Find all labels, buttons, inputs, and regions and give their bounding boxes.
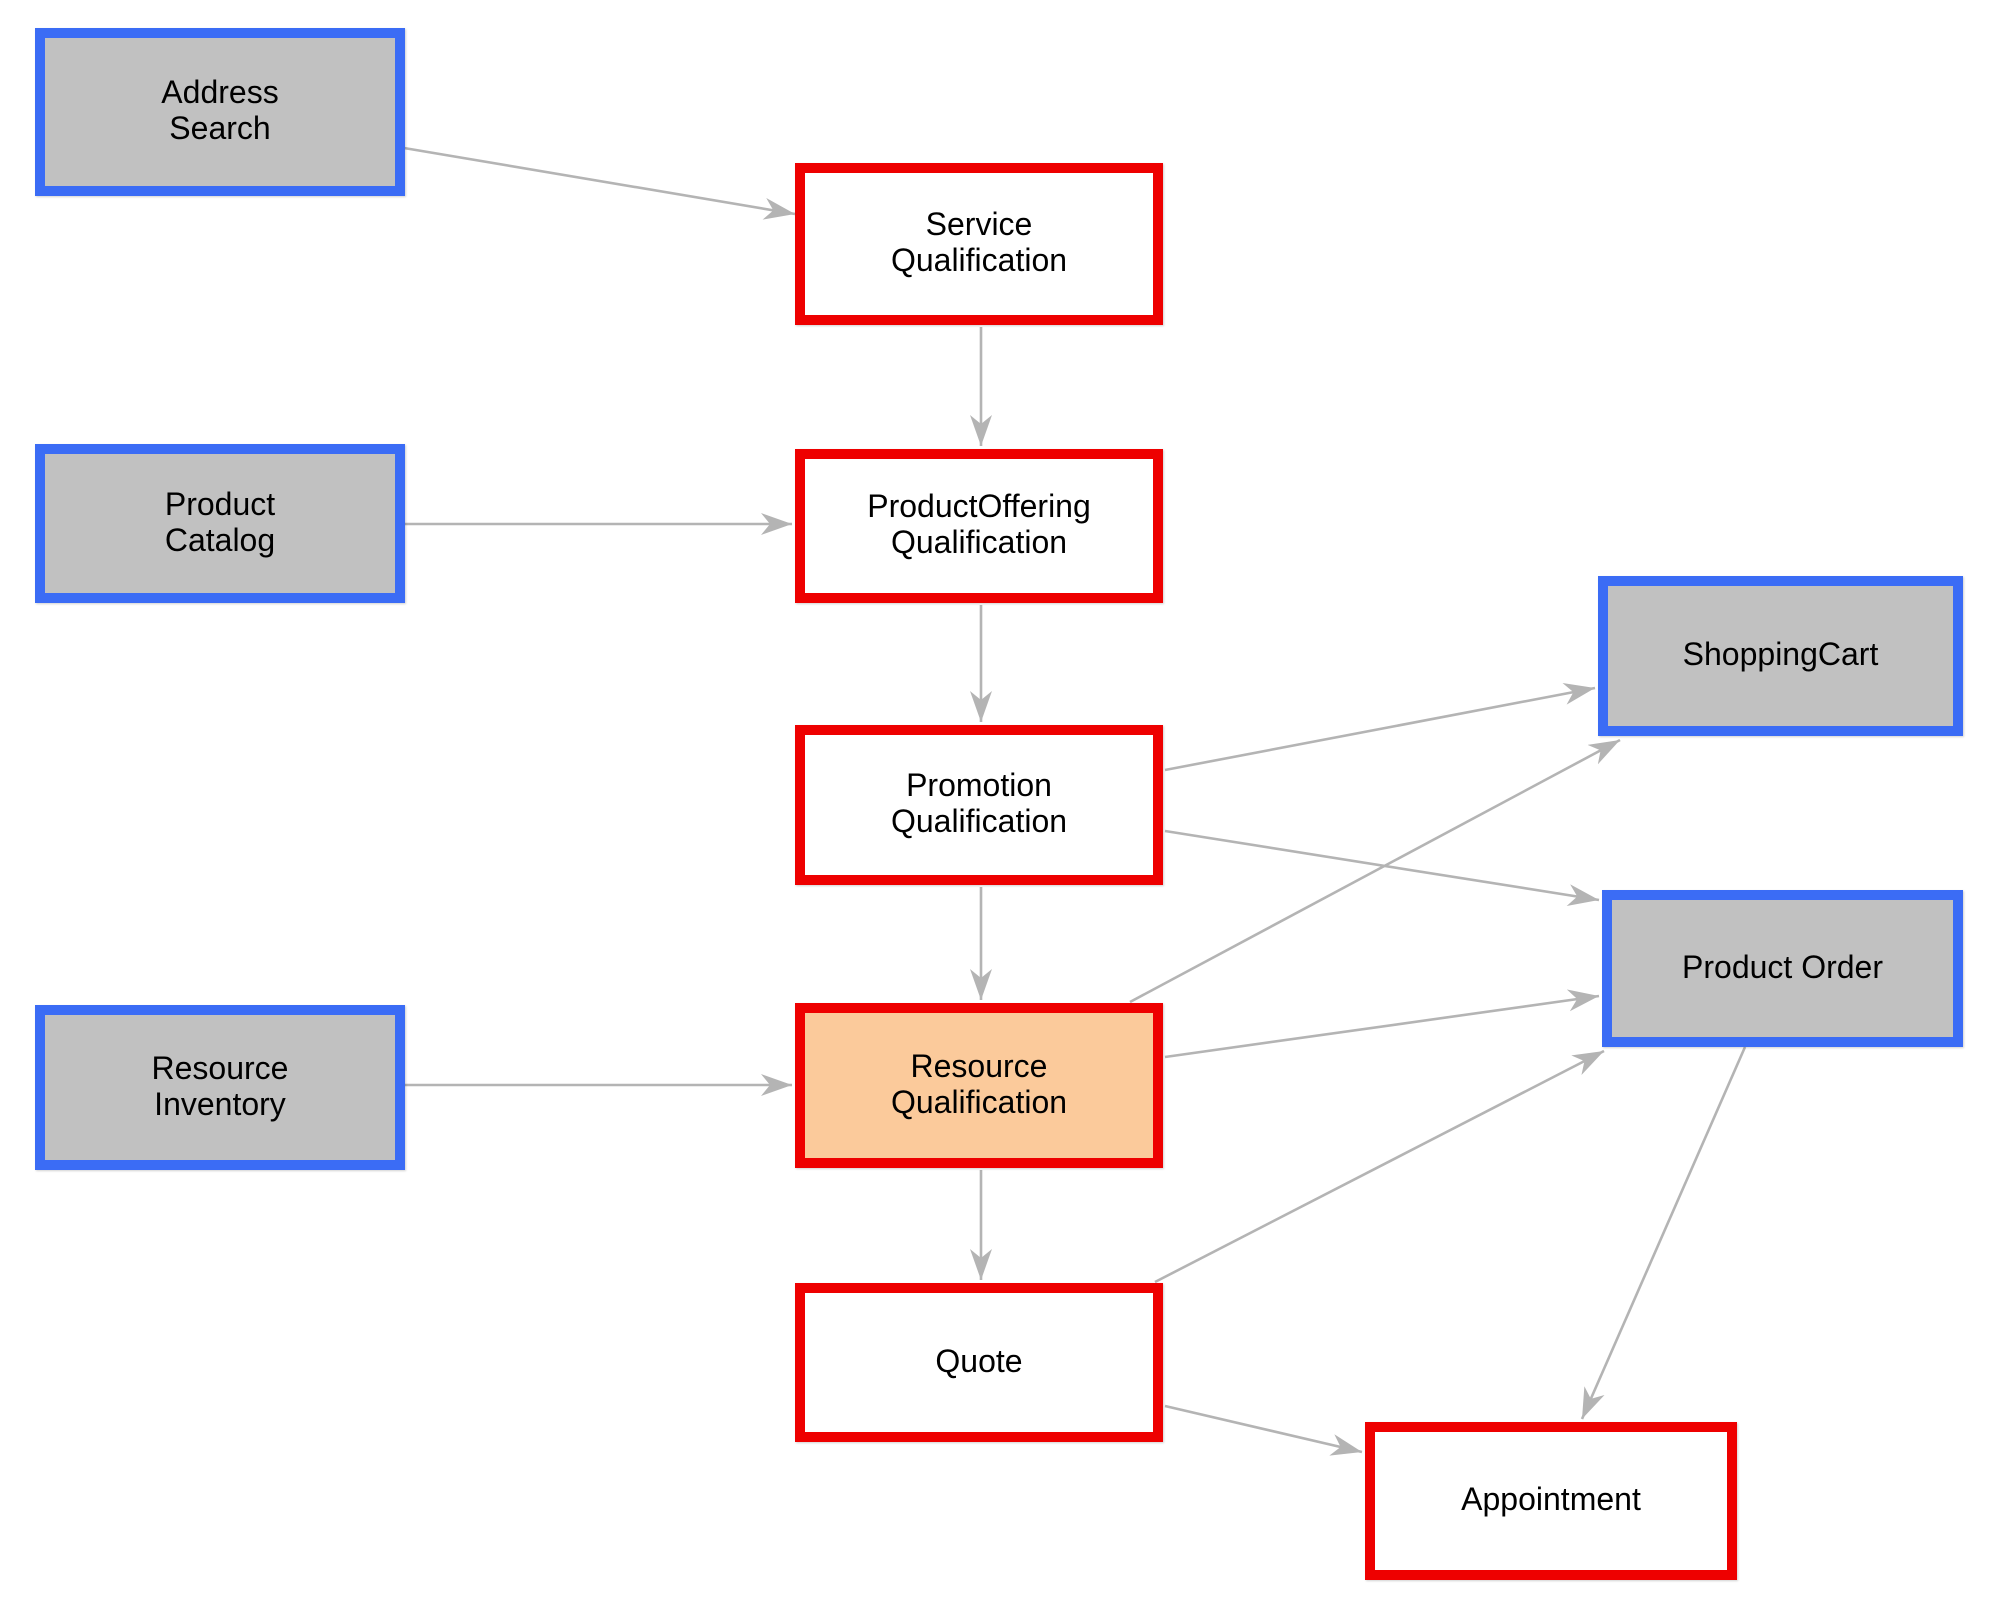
node-quote[interactable]: Quote xyxy=(795,1283,1163,1442)
node-label: Address Search xyxy=(161,74,279,146)
node-product-catalog[interactable]: Product Catalog xyxy=(35,444,405,603)
edge-quote-to-appointment xyxy=(1164,1404,1363,1456)
node-label: Quote xyxy=(935,1342,1023,1379)
node-resource-inventory[interactable]: Resource Inventory xyxy=(35,1005,405,1170)
node-address-search[interactable]: Address Search xyxy=(35,28,405,196)
node-label: Resource Qualification xyxy=(890,1047,1068,1120)
node-label: Appointment xyxy=(1461,1481,1641,1518)
edge-resource-qualification-to-shoppingcart xyxy=(1129,738,1621,1004)
node-promotion-qualification[interactable]: Promotion Qualification xyxy=(795,725,1163,885)
node-label: Product Catalog xyxy=(164,485,276,558)
edge-resource-qualification-to-product-order xyxy=(1164,989,1600,1059)
edge-product-order-to-appointment xyxy=(1580,1046,1747,1420)
edge-promotion-qualification-to-product-order xyxy=(1164,829,1600,906)
node-label: Promotion Qualification xyxy=(890,767,1068,839)
node-productoffering-qualification[interactable]: ProductOffering Qualification xyxy=(795,449,1163,603)
node-product-order[interactable]: Product Order xyxy=(1602,890,1963,1047)
edge-promotion-qualification-to-shoppingcart xyxy=(1164,683,1596,772)
node-label: ProductOffering Qualification xyxy=(867,488,1091,560)
edge-quote-to-product-order xyxy=(1154,1049,1605,1284)
edge-address-search-to-service-qualification xyxy=(403,146,796,220)
node-shoppingcart[interactable]: ShoppingCart xyxy=(1598,576,1963,736)
node-service-qualification[interactable]: Service Qualification xyxy=(795,163,1163,325)
node-label: ShoppingCart xyxy=(1682,636,1879,673)
node-label: Resource Inventory xyxy=(151,1049,289,1122)
node-label: Service Qualification xyxy=(890,206,1068,278)
node-resource-qualification[interactable]: Resource Qualification xyxy=(795,1003,1163,1168)
node-appointment[interactable]: Appointment xyxy=(1365,1422,1737,1580)
node-label: Product Order xyxy=(1682,948,1883,985)
